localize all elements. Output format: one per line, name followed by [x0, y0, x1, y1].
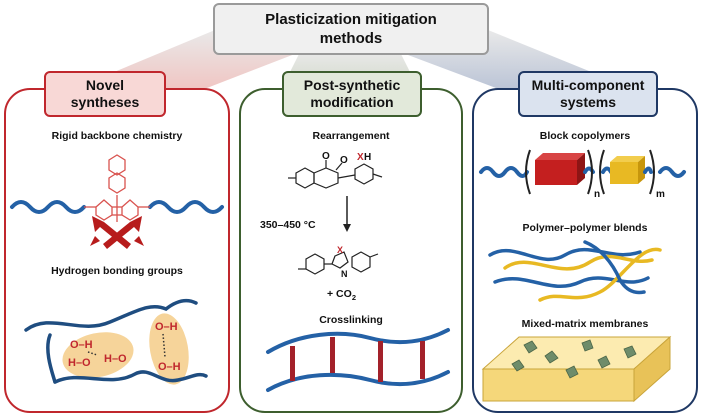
filler-particle-7	[597, 355, 611, 369]
atom-o-1: O	[322, 151, 330, 162]
oxazole-ring	[331, 251, 349, 269]
bracket-left-1	[525, 149, 531, 195]
filler-particle-5	[511, 359, 525, 372]
reaction-arrow-head	[343, 224, 351, 232]
membrane-side	[633, 335, 671, 403]
benzene-ring-4	[351, 251, 371, 273]
main-title: Plasticization mitigation methods	[213, 3, 489, 55]
atom-h: H	[364, 152, 371, 163]
red-block-top	[535, 153, 585, 160]
blend-chain-blue-1	[488, 247, 642, 262]
atom-n: N	[341, 269, 348, 279]
gold-block-top	[610, 156, 645, 162]
membrane-front	[482, 368, 635, 402]
hydrogen-bonding-illustration: O–H H–O H–O O–H O–H	[24, 298, 208, 385]
atom-x-1: X	[357, 152, 364, 163]
red-block	[535, 160, 577, 185]
subscript-m: m	[656, 189, 665, 200]
mixed-matrix-illustration	[481, 335, 672, 403]
label-rigid-backbone: Rigid backbone chemistry	[51, 130, 183, 142]
red-block-side	[577, 153, 585, 185]
polymer-chain-right	[148, 200, 224, 214]
hbond-label-2: H–O	[68, 357, 91, 369]
benzene-ring-2	[354, 163, 374, 185]
polymer-chain-side	[46, 333, 57, 384]
crosslink-2	[330, 337, 335, 373]
polymer-chain-top	[24, 298, 198, 332]
filler-particle-6	[565, 365, 579, 379]
atom-o-2: O	[340, 155, 348, 166]
bracket-right-1	[587, 149, 593, 195]
crosslink-3	[378, 341, 383, 382]
rigid-backbone-illustration	[10, 154, 224, 249]
label-rearrangement: Rearrangement	[312, 130, 390, 142]
blend-chain-gold-2	[538, 247, 662, 302]
hbond-label-4: O–H	[155, 321, 178, 333]
temperature-label: 350–450 °C	[260, 219, 316, 231]
filler-particle-4	[623, 345, 637, 359]
label-crosslinking: Crosslinking	[319, 314, 383, 326]
restricted-rotation-icon	[90, 216, 144, 249]
hbond-label-3: H–O	[104, 353, 127, 365]
copolymer-chain-right	[643, 166, 653, 174]
blend-chain-blue-3	[583, 240, 646, 295]
filler-particle-3	[544, 350, 559, 364]
subscript-n: n	[594, 189, 600, 200]
bracket-right-2	[649, 149, 655, 195]
benzene-ring-1	[295, 167, 315, 189]
polymer-chain-left	[10, 200, 86, 214]
hbond-label-1: O–H	[70, 339, 93, 351]
rearrangement-illustration	[288, 160, 383, 275]
triptycene-icon	[84, 154, 150, 222]
block-copolymer-illustration	[479, 149, 686, 195]
polymer-blend-illustration	[488, 240, 662, 302]
hbond-region-left	[62, 332, 134, 378]
label-hydrogen-bonding: Hydrogen bonding groups	[51, 265, 183, 277]
atom-x-2: X	[337, 245, 343, 255]
blend-chain-blue-2	[493, 276, 650, 288]
chain-upper	[266, 328, 450, 354]
benzene-ring-3	[305, 253, 325, 275]
header-multi-component: Multi-component systems	[518, 71, 658, 117]
byproduct-label: + CO2	[327, 288, 356, 302]
filler-particle-1	[523, 340, 538, 354]
hbond-dots-2	[162, 333, 166, 358]
label-mixed-matrix: Mixed-matrix membranes	[521, 318, 649, 330]
label-polymer-blends: Polymer–polymer blends	[522, 222, 648, 234]
header-post-synthetic: Post-synthetic modification	[282, 71, 422, 117]
gold-block	[610, 162, 638, 184]
filler-particle-2	[581, 339, 594, 352]
copolymer-chain-mid2	[601, 166, 613, 174]
filler-particles	[511, 339, 637, 379]
label-block-copolymers: Block copolymers	[539, 130, 631, 142]
imide-ring	[313, 167, 339, 189]
bracket-left-2	[599, 149, 605, 195]
crosslinking-illustration	[266, 328, 450, 392]
polymer-chain-bottom	[53, 370, 208, 384]
blend-chain-gold-1	[503, 254, 654, 271]
crosslink-1	[290, 346, 295, 381]
hbond-region-right	[149, 313, 189, 385]
gold-block-side	[638, 156, 645, 184]
header-novel-syntheses: Novel syntheses	[44, 71, 166, 117]
copolymer-chain-end	[658, 166, 686, 178]
hbond-dots-1	[87, 351, 98, 356]
hbond-label-5: O–H	[158, 361, 181, 373]
copolymer-chain-left	[479, 166, 529, 178]
crosslink-4	[420, 341, 425, 379]
chain-lower	[266, 370, 450, 392]
